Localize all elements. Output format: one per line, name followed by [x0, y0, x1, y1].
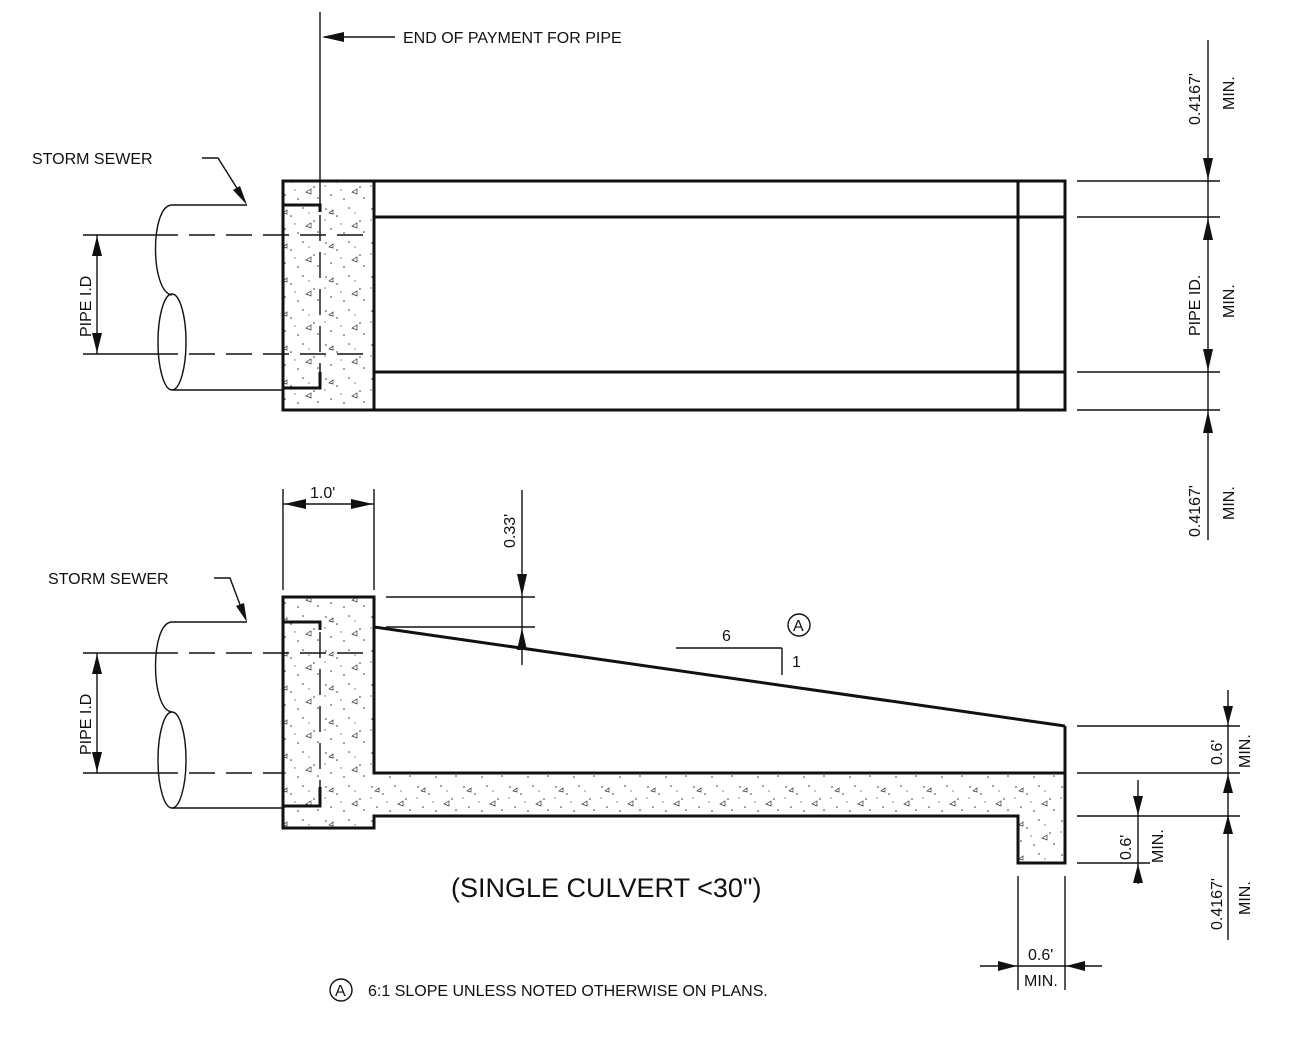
- dim-04167-top: 0.4167': [1187, 73, 1204, 125]
- dim-min-bottom: MIN.: [1221, 486, 1238, 520]
- pipe-id-label-section: PIPE I.D: [78, 694, 95, 755]
- dim-06-top: 0.6': [1209, 740, 1226, 765]
- dim-04167-section: 0.4167': [1209, 878, 1226, 930]
- section-view: STORM SEWER PIPE I.D 1.0' 0.33' 6 1 A: [48, 485, 1254, 990]
- slope-line: [373, 625, 1066, 728]
- storm-sewer-label-section: STORM SEWER: [48, 571, 169, 588]
- section-outline: [281, 595, 1067, 865]
- slope-note-marker: [787, 613, 811, 637]
- dim-033: 0.33': [502, 514, 519, 548]
- dim-min-width: MIN.: [1024, 973, 1058, 990]
- dim-min-wall: MIN.: [1150, 829, 1167, 863]
- pipe-id-min-label: PIPE ID.: [1187, 275, 1204, 336]
- dim-min-top: MIN.: [1221, 76, 1238, 110]
- note-marker-circle: [329, 978, 353, 1002]
- dim-min-06-top: MIN.: [1237, 734, 1254, 768]
- plan-headwall-concrete: [283, 181, 374, 410]
- plan-view: END OF PAYMENT FOR PIPE STORM SEWER PIPE…: [32, 12, 1238, 540]
- storm-sewer-label-plan: STORM SEWER: [32, 151, 153, 168]
- plan-pipe: [152, 203, 374, 391]
- dim-04167-bottom: 0.4167': [1187, 485, 1204, 537]
- dim-06-wall: 0.6': [1118, 835, 1135, 860]
- slope-note: 6:1 SLOPE UNLESS NOTED OTHERWISE ON PLAN…: [368, 983, 768, 1000]
- note-marker-letter: A: [335, 983, 346, 1000]
- end-of-payment-label: END OF PAYMENT FOR PIPE: [403, 30, 622, 47]
- section-concrete: [283, 597, 1065, 863]
- slope-run: 6: [722, 628, 731, 645]
- dim-06-width: 0.6': [1028, 947, 1053, 964]
- plan-slab-outline: [372, 179, 1067, 412]
- section-pipe: [152, 620, 374, 809]
- dim-10: 1.0': [310, 485, 335, 502]
- drawing-caption: (SINGLE CULVERT <30"): [451, 873, 761, 903]
- svg-text:A: A: [793, 618, 804, 635]
- dim-min-pipe: MIN.: [1221, 284, 1238, 318]
- slope-rise: 1: [792, 654, 801, 671]
- pipe-id-label-plan: PIPE I.D: [78, 276, 95, 337]
- dim-min-04167-section: MIN.: [1237, 881, 1254, 915]
